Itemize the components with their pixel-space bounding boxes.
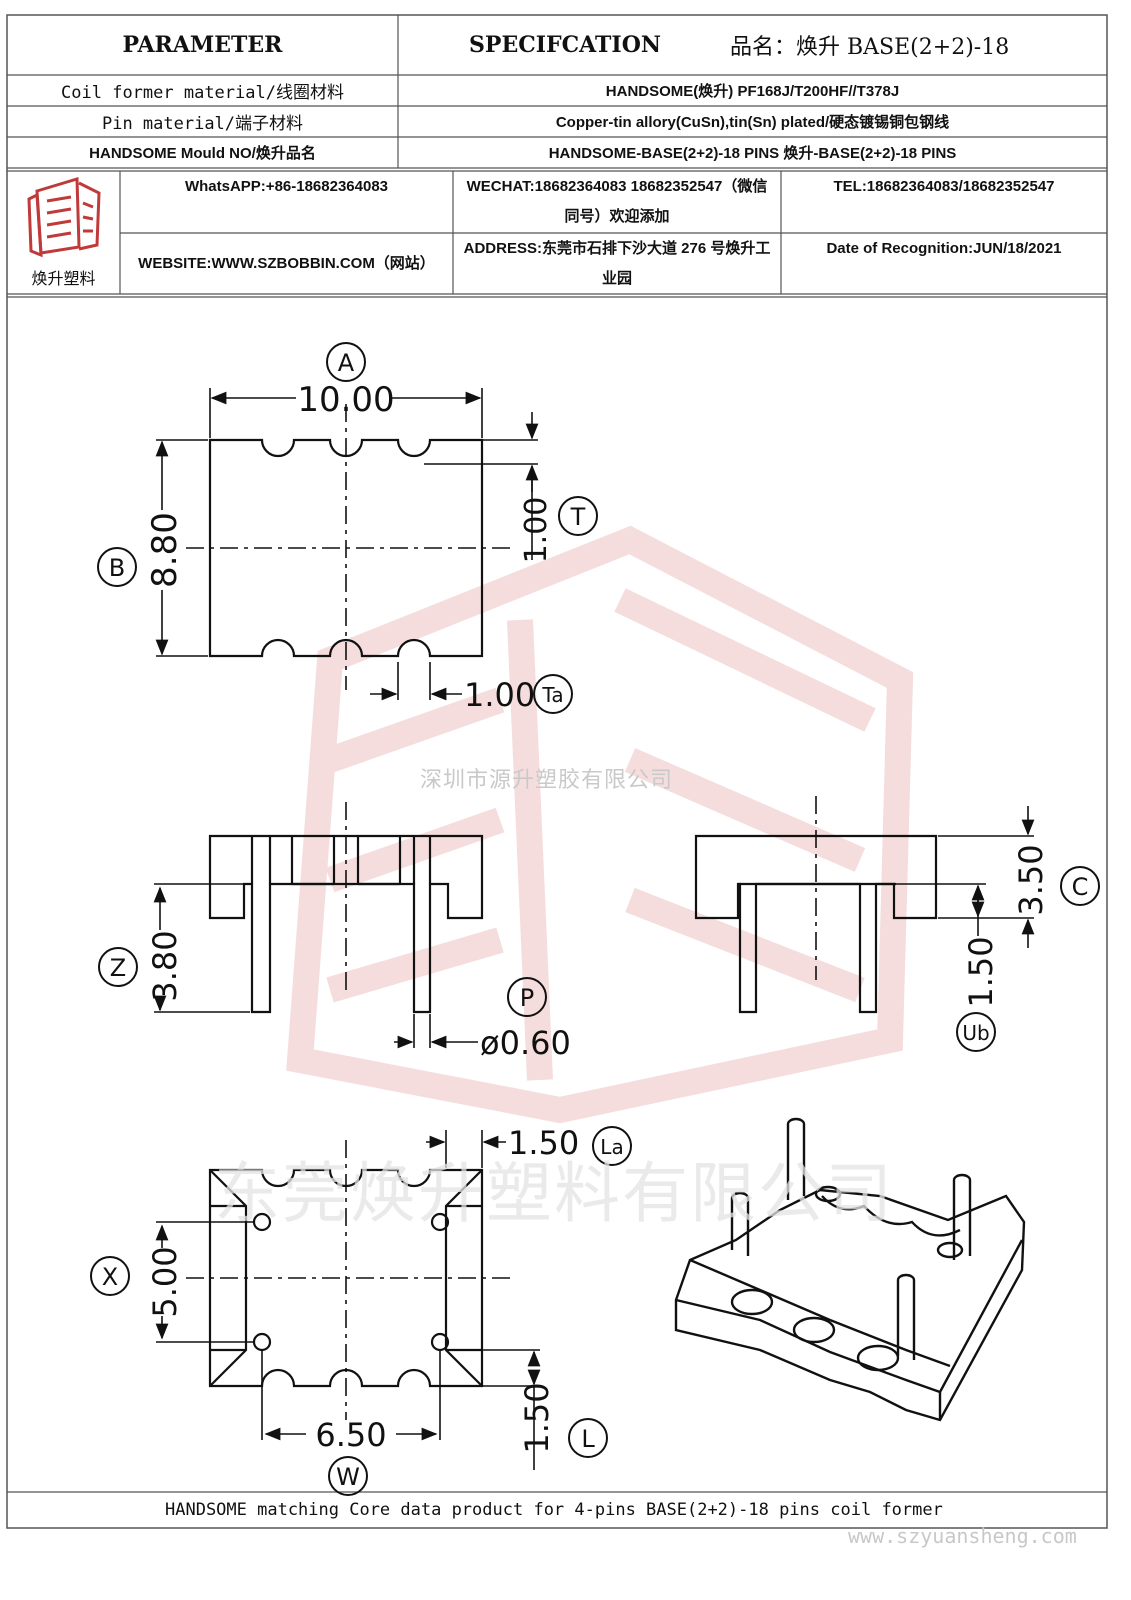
dim-t-value: 1.00 (519, 497, 554, 564)
row-label-mould-no: HANDSOME Mould NO/焕升品名 (89, 145, 316, 162)
logo-mark-icon (27, 177, 101, 258)
logo-name: 焕升塑料 (31, 269, 96, 288)
dim-ta-value: 1.00 (464, 676, 535, 714)
row-label-coil-material: Coil former material/线圈材料 (61, 83, 344, 103)
dim-z-value: 3.80 (146, 930, 184, 1001)
address-text: ADDRESS:东莞市石排下沙大道 276 号焕升工业园 (463, 239, 771, 287)
recognition-date: Date of Recognition:JUN/18/2021 (826, 239, 1062, 257)
watermark-large-cn: 东莞焕升塑料有限公司 (214, 1155, 894, 1232)
dim-l-label: L (581, 1425, 595, 1453)
watermark-logo (286, 525, 914, 1124)
dim-b-value: 8.80 (145, 512, 185, 588)
dim-l-value: 1.50 (518, 1382, 556, 1453)
bottom-view (90, 1126, 632, 1496)
row-value-pin-material: Copper-tin allory(CuSn),tin(Sn) plated/硬… (555, 114, 950, 131)
dim-la-value: 1.50 (508, 1124, 579, 1162)
dim-b-label: B (109, 554, 125, 582)
top-view (97, 342, 598, 714)
footer-note: HANDSOME matching Core data product for … (165, 1500, 943, 1520)
dim-ta-label: Ta (541, 683, 563, 707)
dim-a-value: 10.00 (297, 380, 394, 420)
dim-c-value: 3.50 (1012, 844, 1050, 915)
website-link[interactable]: WEBSITE:WWW.SZBOBBIN.COM（网站） (138, 254, 435, 272)
watermark-site: www.szyuansheng.com (848, 1524, 1077, 1548)
isometric-view (674, 1117, 1026, 1422)
parameter-title: PARAMETER (122, 32, 283, 58)
dim-t-label: T (570, 503, 586, 531)
front-view (98, 802, 547, 1049)
row-value-mould-no: HANDSOME-BASE(2+2)-18 PINS 焕升-BASE(2+2)-… (548, 145, 957, 162)
product-name: 品名：焕升 BASE(2+2)-18 (730, 35, 1010, 60)
specification-title: SPECIFCATION (469, 32, 661, 58)
dim-w-value: 6.50 (315, 1416, 386, 1454)
dim-p-label: P (520, 984, 534, 1012)
dim-la-label: La (600, 1135, 623, 1159)
dim-p-value: ø0.60 (480, 1024, 571, 1062)
tel-contact: TEL:18682364083/18682352547 (833, 177, 1055, 195)
row-value-coil-material: HANDSOME(焕升) PF168J/T200HF//T378J (605, 83, 900, 100)
side-view (694, 796, 1100, 1052)
dim-w-label: W (336, 1463, 360, 1491)
dim-z-label: Z (110, 954, 126, 982)
dim-x-label: X (102, 1263, 118, 1291)
watermark-company-cn: 深圳市源升塑胶有限公司 (420, 768, 674, 793)
row-label-pin-material: Pin material/端子材料 (101, 114, 304, 134)
wechat-contact: WECHAT:18682364083 18682352547（微信同号）欢迎添加 (466, 178, 768, 225)
whatsapp-contact: WhatsAPP:+86-18682364083 (184, 177, 389, 195)
dim-x-value: 5.00 (146, 1246, 184, 1317)
company-logo (7, 171, 120, 294)
dim-a-label: A (338, 349, 355, 377)
dim-ub-value: 1.50 (962, 936, 1000, 1007)
dim-ub-label: Ub (962, 1021, 989, 1045)
dim-c-label: C (1072, 873, 1089, 901)
